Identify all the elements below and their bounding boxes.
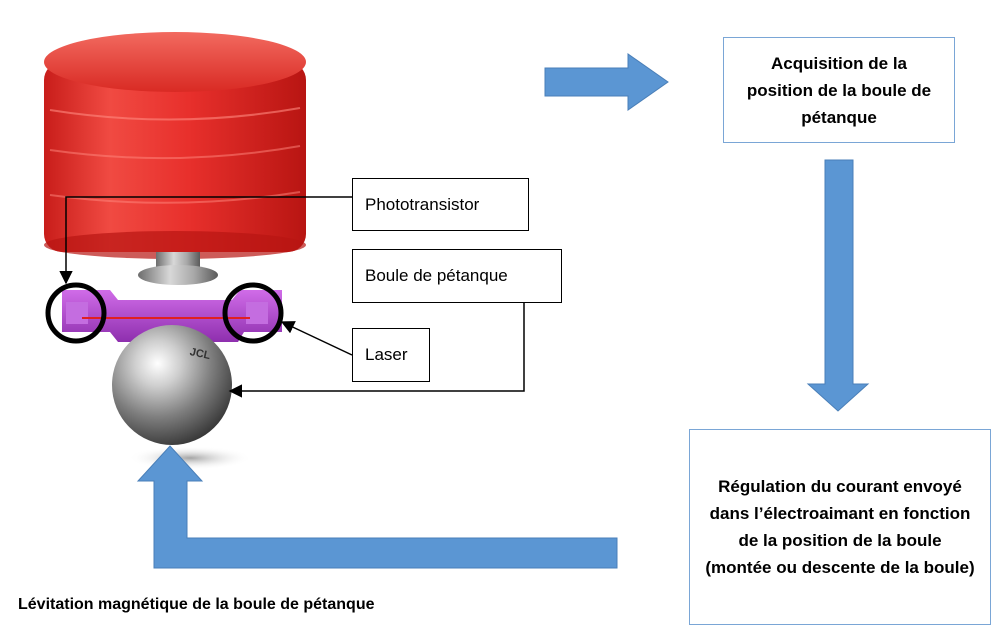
arrow-right [544, 53, 669, 111]
laser-label-box: Laser [352, 328, 430, 382]
ball-marking: JCL [189, 346, 212, 362]
arrow-return-up [136, 445, 618, 569]
laser-marker-circle [222, 282, 284, 344]
regulation-step-text: Régulation du courant envoyé dans l’élec… [705, 477, 975, 577]
acquisition-step-text: Acquisition de la position de la boule d… [746, 53, 932, 127]
diagram-caption: Lévitation magnétique de la boule de pét… [18, 596, 375, 613]
regulation-step-box: Régulation du courant envoyé dans l’élec… [689, 429, 991, 625]
steel-core [138, 252, 218, 285]
arrow-down [806, 159, 870, 412]
phototransistor-leader-line [59, 196, 352, 285]
acquisition-step-box: Acquisition de la position de la boule d… [723, 37, 955, 143]
laser-label: Laser [365, 345, 408, 364]
boule-label-box: Boule de pétanque [352, 249, 562, 303]
boule-leader-line [228, 303, 525, 398]
phototransistor-label-box: Phototransistor [352, 178, 529, 231]
petanque-ball: JCL [112, 325, 232, 445]
phototransistor-marker-circle [45, 282, 107, 344]
boule-label: Boule de pétanque [365, 266, 508, 285]
laser-leader-line [280, 321, 353, 356]
levitation-device-illustration: JCL [44, 32, 306, 470]
electromagnet-coil [44, 32, 306, 259]
phototransistor-label: Phototransistor [365, 194, 480, 214]
ball-shadow [128, 446, 252, 470]
